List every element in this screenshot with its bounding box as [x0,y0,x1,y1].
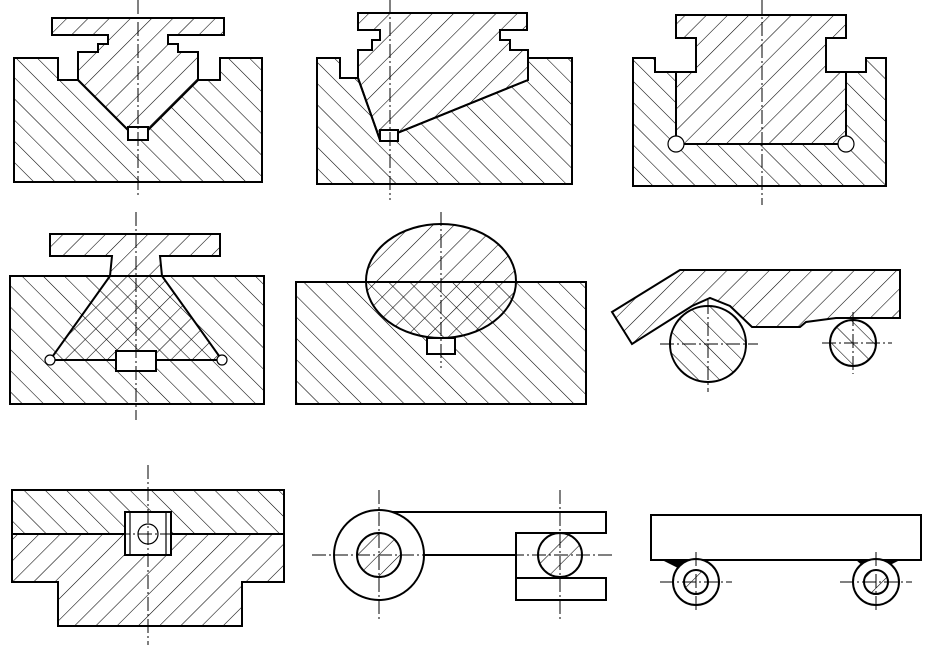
stacked-blocks-view [11,465,285,645]
dovetail-wedge-slide-view [316,0,573,200]
t-slide-view [9,212,265,420]
carriage-on-rollers-view [610,269,901,392]
lever-with-bushing-view [312,490,612,620]
v3-slider [675,14,847,145]
oval-part-view [295,212,587,405]
v1-base-block [13,57,263,183]
v3-left-roller [667,135,685,153]
v2-key [379,129,399,142]
dovetail-v-slide-view [13,0,263,198]
v6-carriage [610,269,901,346]
v3-right-roller [837,135,855,153]
cart-with-wheels-view [650,514,922,612]
dovetail-flat-slide-view [632,0,887,205]
v2-slider [357,12,529,142]
v9-cart-body [650,514,922,561]
v4-left-pin [44,354,56,366]
v4-right-pin [216,354,228,366]
